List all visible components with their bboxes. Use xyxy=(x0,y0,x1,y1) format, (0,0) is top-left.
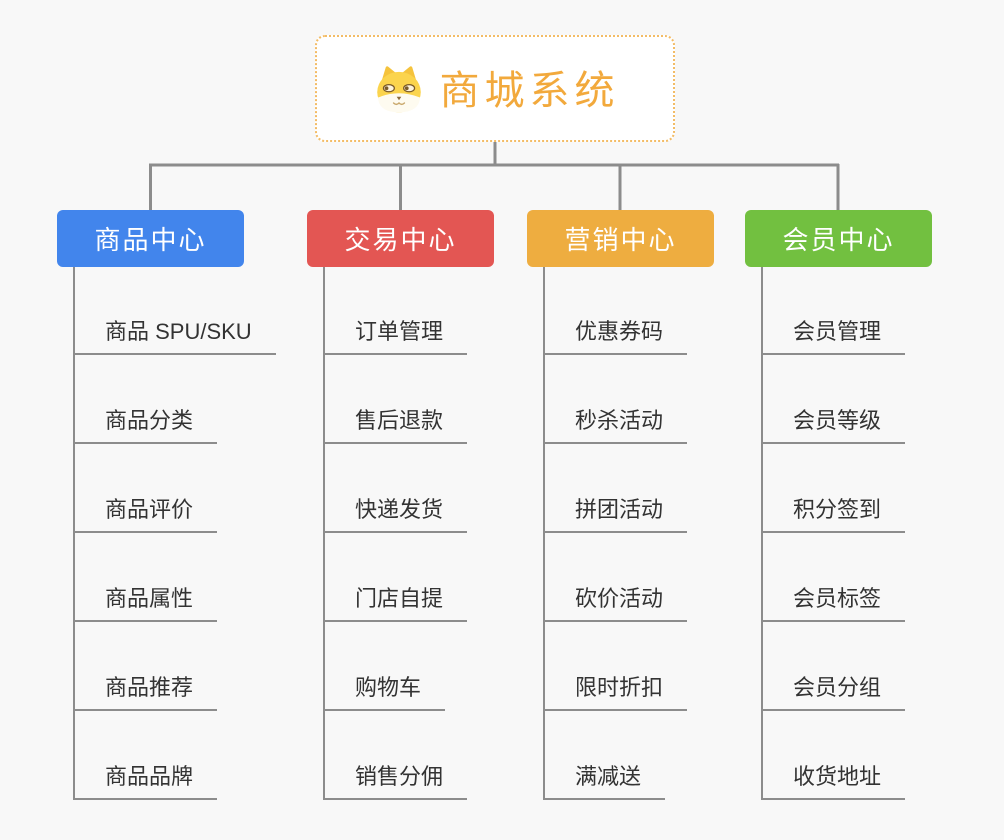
child-topic[interactable]: 会员标签 xyxy=(763,586,906,622)
child-topic[interactable]: 商品分类 xyxy=(75,408,218,444)
child-row: 商品属性 xyxy=(75,533,287,622)
child-row: 秒杀活动 xyxy=(545,355,757,444)
child-topic[interactable]: 售后退款 xyxy=(325,408,468,444)
child-topic[interactable]: 商品品牌 xyxy=(75,764,218,800)
child-topic[interactable]: 订单管理 xyxy=(325,319,468,355)
child-topic[interactable]: 满减送 xyxy=(545,764,666,800)
child-topic[interactable]: 门店自提 xyxy=(325,586,468,622)
dog-face-icon xyxy=(376,65,421,112)
branch-node-2[interactable]: 交易中心 xyxy=(307,210,494,267)
child-topic[interactable]: 销售分佣 xyxy=(325,764,468,800)
child-topic[interactable]: 拼团活动 xyxy=(545,497,688,533)
child-row: 砍价活动 xyxy=(545,533,757,622)
branch-node-1[interactable]: 商品中心 xyxy=(57,210,244,267)
branch-children: 会员管理 会员等级 积分签到 会员标签 会员分组 收货地址 xyxy=(761,267,975,800)
child-topic[interactable]: 收货地址 xyxy=(763,764,906,800)
branch-node-3[interactable]: 营销中心 xyxy=(527,210,714,267)
child-row: 积分签到 xyxy=(763,444,975,533)
child-row: 会员标签 xyxy=(763,533,975,622)
child-row: 商品分类 xyxy=(75,355,287,444)
child-row: 商品 SPU/SKU xyxy=(75,267,287,355)
branch-1: 商品中心 商品 SPU/SKU 商品分类 商品评价 商品属性 商品推荐 商品品牌 xyxy=(57,210,287,800)
child-row: 满减送 xyxy=(545,711,757,800)
child-row: 会员等级 xyxy=(763,355,975,444)
branch-children: 商品 SPU/SKU 商品分类 商品评价 商品属性 商品推荐 商品品牌 xyxy=(73,267,287,800)
child-topic[interactable]: 砍价活动 xyxy=(545,586,688,622)
child-topic[interactable]: 优惠券码 xyxy=(545,319,688,355)
branch-4: 会员中心 会员管理 会员等级 积分签到 会员标签 会员分组 收货地址 xyxy=(745,210,975,800)
child-row: 收货地址 xyxy=(763,711,975,800)
child-row: 会员分组 xyxy=(763,622,975,711)
branch-2: 交易中心 订单管理 售后退款 快递发货 门店自提 购物车 销售分佣 xyxy=(307,210,537,800)
child-topic[interactable]: 快递发货 xyxy=(325,497,468,533)
child-row: 会员管理 xyxy=(763,267,975,355)
child-topic[interactable]: 商品评价 xyxy=(75,497,218,533)
child-topic[interactable]: 会员管理 xyxy=(763,319,906,355)
branch-node-4[interactable]: 会员中心 xyxy=(745,210,932,267)
child-topic[interactable]: 限时折扣 xyxy=(545,675,688,711)
child-row: 门店自提 xyxy=(325,533,537,622)
child-topic[interactable]: 商品推荐 xyxy=(75,675,218,711)
child-row: 快递发货 xyxy=(325,444,537,533)
child-topic[interactable]: 秒杀活动 xyxy=(545,408,688,444)
child-topic[interactable]: 会员分组 xyxy=(763,675,906,711)
branch-children: 优惠券码 秒杀活动 拼团活动 砍价活动 限时折扣 满减送 xyxy=(543,267,757,800)
child-topic[interactable]: 积分签到 xyxy=(763,497,906,533)
child-row: 商品评价 xyxy=(75,444,287,533)
child-row: 商品品牌 xyxy=(75,711,287,800)
branch-3: 营销中心 优惠券码 秒杀活动 拼团活动 砍价活动 限时折扣 满减送 xyxy=(527,210,757,800)
child-topic[interactable]: 商品属性 xyxy=(75,586,218,622)
child-row: 订单管理 xyxy=(325,267,537,355)
child-topic[interactable]: 会员等级 xyxy=(763,408,906,444)
branch-children: 订单管理 售后退款 快递发货 门店自提 购物车 销售分佣 xyxy=(323,267,537,800)
child-topic[interactable]: 商品 SPU/SKU xyxy=(75,319,276,355)
child-row: 限时折扣 xyxy=(545,622,757,711)
child-topic[interactable]: 购物车 xyxy=(325,675,446,711)
root-title: 商城系统 xyxy=(439,68,620,113)
root-node[interactable]: 商城系统 xyxy=(315,35,675,142)
child-row: 拼团活动 xyxy=(545,444,757,533)
child-row: 优惠券码 xyxy=(545,267,757,355)
child-row: 售后退款 xyxy=(325,355,537,444)
child-row: 购物车 xyxy=(325,622,537,711)
child-row: 销售分佣 xyxy=(325,711,537,800)
child-row: 商品推荐 xyxy=(75,622,287,711)
